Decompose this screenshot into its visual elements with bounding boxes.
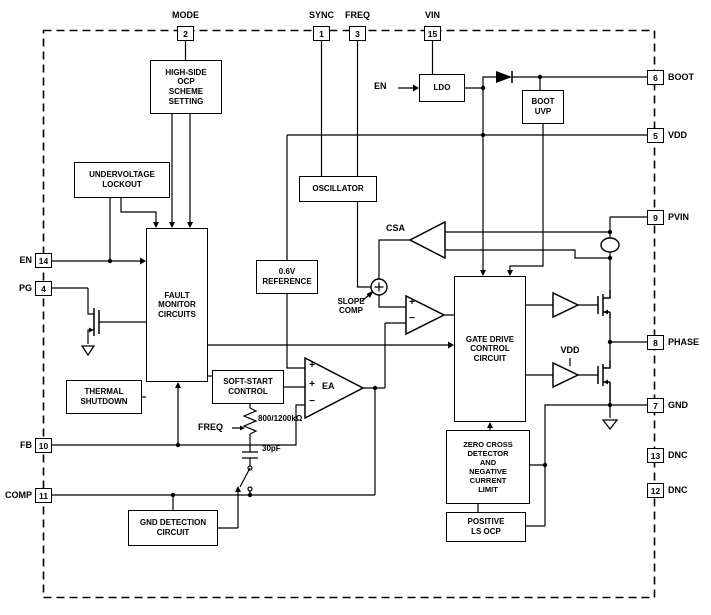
block-thermal-shutdown: THERMAL SHUTDOWN	[66, 380, 142, 414]
pin-freq: 3	[349, 26, 366, 41]
current-sense-ellipse-icon	[600, 237, 620, 253]
csa-label: CSA	[386, 223, 406, 233]
comparator-plus-mark: +	[409, 297, 415, 308]
high-side-driver-icon	[552, 291, 580, 319]
ea-plus-mark: +	[309, 360, 315, 371]
block-high-side-ocp: HIGH-SIDE OCP SCHEME SETTING	[150, 60, 222, 114]
mosfets	[89, 290, 611, 405]
block-ldo: LDO	[419, 74, 465, 102]
pin-pg: 4	[35, 281, 52, 296]
pin-dnc-13: 13	[647, 448, 664, 463]
pin-mode: 2	[177, 26, 194, 41]
en-signal-label: EN	[374, 81, 387, 91]
boot-diode-icon	[496, 71, 513, 83]
block-fault-monitor: FAULT MONITOR CIRCUITS	[146, 228, 208, 382]
pin-label-vin: VIN	[424, 10, 440, 20]
block-boot-uvp: BOOT UVP	[522, 90, 564, 124]
capacitor-value-label: 30pF	[262, 444, 281, 453]
block-gate-drive: GATE DRIVE CONTROL CIRCUIT	[454, 276, 526, 422]
resistor-value-label: 800/1200kΩ	[258, 414, 303, 423]
pin-label-phase: PHASE	[668, 337, 700, 347]
pin-label-dnc-13: DNC	[668, 450, 688, 460]
pin-label-pvin: PVIN	[668, 212, 690, 222]
switch-contact-icon	[247, 486, 253, 492]
pin-label-boot: BOOT	[668, 72, 694, 82]
low-side-driver-icon	[552, 361, 580, 389]
pin-vdd: 5	[647, 128, 664, 143]
switch-blade-icon	[239, 467, 251, 488]
resistor-icon	[242, 407, 258, 435]
error-amplifier-icon	[304, 356, 365, 420]
ground-icon	[601, 419, 619, 431]
pwm-comparator-icon	[405, 294, 446, 336]
wire-nets	[52, 41, 647, 529]
pin-pvin: 9	[647, 210, 664, 225]
ea-label: EA	[322, 381, 335, 391]
pin-gnd: 7	[647, 398, 664, 413]
pg-mosfet-icon	[89, 308, 100, 336]
block-gnd-detection: GND DETECTION CIRCUIT	[128, 510, 218, 546]
pin-label-sync: SYNC	[308, 10, 334, 20]
arrowheads	[140, 84, 513, 492]
pin-label-gnd: GND	[668, 400, 688, 410]
ea-minus-mark: −	[309, 396, 315, 407]
slope-comp-label: SLOPE COMP	[337, 297, 365, 316]
pin-label-mode: MODE	[172, 10, 199, 20]
pin-label-en: EN	[19, 255, 32, 265]
junction-dots	[107, 74, 613, 498]
high-side-mosfet-icon	[597, 290, 611, 318]
block-soft-start: SOFT-START CONTROL	[212, 370, 284, 404]
block-undervoltage-lockout: UNDERVOLTAGE LOCKOUT	[74, 162, 170, 198]
block-positive-ls-ocp: POSITIVE LS OCP	[446, 512, 526, 542]
vdd-driver-label: VDD	[560, 345, 580, 355]
pin-fb: 10	[35, 438, 52, 453]
comparator-minus-mark: −	[409, 313, 415, 324]
pin-en: 14	[35, 253, 52, 268]
pin-vin: 15	[424, 26, 441, 41]
pin-dnc-12: 12	[647, 483, 664, 498]
low-side-mosfet-icon	[597, 360, 611, 405]
summing-junction-icon	[370, 278, 388, 296]
csa-amplifier-icon	[408, 220, 446, 260]
pin-label-comp: COMP	[5, 490, 32, 500]
block-reference: 0.6V REFERENCE	[256, 260, 318, 294]
pin-label-vdd: VDD	[668, 130, 688, 140]
pin-label-fb: FB	[20, 440, 32, 450]
ea-plus-mark: +	[309, 379, 315, 390]
pin-label-freq: FREQ	[344, 10, 370, 20]
ground-icon	[80, 345, 96, 357]
pin-label-pg: PG	[18, 283, 32, 293]
pin-sync: 1	[313, 26, 330, 41]
amplifier-triangles	[304, 220, 580, 420]
pin-comp: 11	[35, 488, 52, 503]
block-oscillator: OSCILLATOR	[299, 176, 377, 202]
freq-net-label: FREQ	[198, 422, 224, 432]
ground-symbols	[80, 345, 619, 431]
block-zero-cross: ZERO CROSS DETECTOR AND NEGATIVE CURRENT…	[446, 430, 530, 504]
pin-boot: 6	[647, 70, 664, 85]
pin-label-dnc-12: DNC	[668, 485, 688, 495]
compensation-network	[239, 407, 258, 492]
pin-phase: 8	[647, 335, 664, 350]
